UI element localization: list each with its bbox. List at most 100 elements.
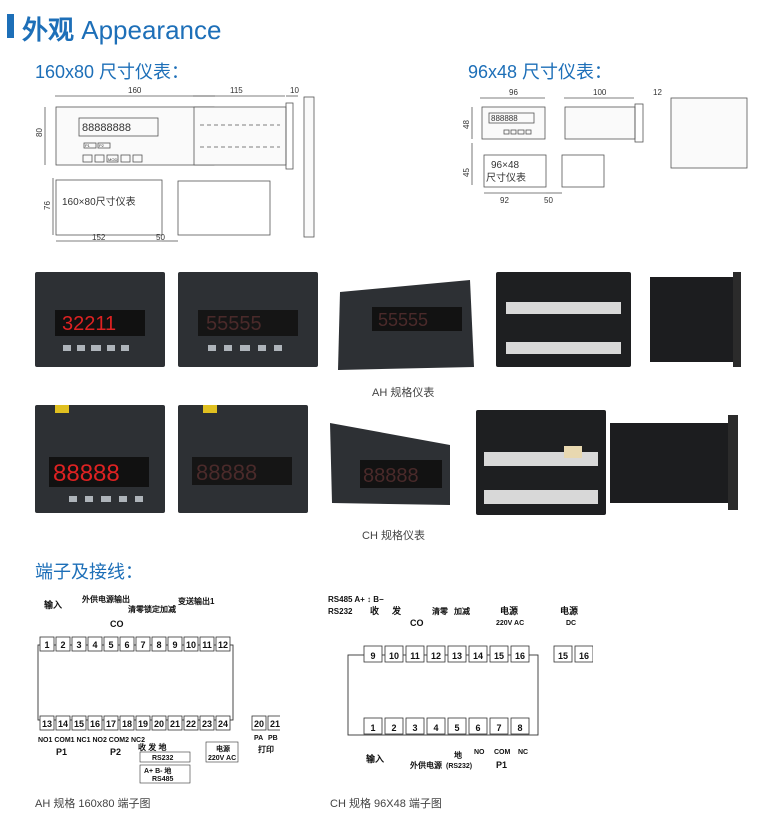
heading-wiring: 端子及接线： [35, 562, 143, 582]
ah-top-terminal-label: 7 [140, 640, 145, 650]
ah-bot-terminal-label: 16 [90, 719, 100, 729]
ah-power: 电源 [216, 744, 230, 753]
page-title: 外观 Appearance [22, 10, 221, 47]
ah-rs485: RS485 [152, 776, 174, 783]
ah-ab-gnd: A+ B- 地 [144, 766, 171, 775]
ah-top-terminal-10 [183, 636, 199, 652]
ah-print-terminal-label: 21 [270, 719, 280, 729]
ah-top-terminal-label: 12 [218, 640, 228, 650]
caption-ah-wiring: AH 规格 160x80 端子图 [35, 798, 151, 810]
ah-top-terminal-label: 8 [156, 640, 161, 650]
title-accent-bar [7, 14, 14, 38]
ch-dc-terminal-16 [574, 645, 593, 663]
photo-ch-front-2: 88888 [178, 405, 308, 513]
caption-ch: CH 规格仪表 [362, 530, 425, 542]
ah-top-terminal-3 [71, 636, 87, 652]
ch-no: NO [474, 749, 485, 756]
dim-160-depth: 115 [230, 86, 243, 95]
ah-bot-terminal-21 [167, 715, 183, 731]
dim-160-cut-h: 76 [43, 201, 52, 210]
ch-power-dc-v: DC [566, 620, 576, 627]
ch-top-terminal-label: 12 [431, 651, 441, 661]
wiring-diagram-ch: RS485 A+ ↕ B− RS232 收 发 CO 清零 加减 电源 220V… [328, 595, 593, 770]
ah-print-pa: PA [254, 735, 263, 742]
dim-160-gap: 10 [290, 86, 299, 95]
ah-bot-terminal-label: 22 [186, 719, 196, 729]
ch-dc-terminal-label: 15 [558, 651, 568, 661]
ch-top-terminal-10 [384, 645, 404, 663]
ch-bot-terminal-label: 7 [496, 723, 501, 733]
caption-ch-wiring: CH 规格 96X48 端子图 [330, 798, 442, 810]
ah-label-clear: 清零 [128, 604, 145, 614]
cutout-label-96-l1: 96×48 [491, 160, 520, 171]
ch-top-terminal-13 [447, 645, 467, 663]
ah-top-terminal-5 [103, 636, 119, 652]
ch-dc-terminal-15 [553, 645, 573, 663]
ch-top-terminal-15 [489, 645, 509, 663]
ch-bot-terminal-label: 6 [475, 723, 480, 733]
dim-96-spacing: 50 [544, 196, 553, 205]
ah-top-terminal-7 [135, 636, 151, 652]
ch-rs232: RS232 [328, 607, 353, 616]
ah-bot-terminal-23 [199, 715, 215, 731]
ah-bot-terminal-22 [183, 715, 199, 731]
ch-bot-terminal-label: 4 [433, 723, 438, 733]
heading-96x48: 96x48 尺寸仪表： [468, 62, 613, 82]
cutout-label-160: 160×80尺寸仪表 [62, 195, 136, 208]
ah-bot-terminal-15 [71, 715, 87, 731]
photo-ah-angled: 55555 [330, 272, 480, 375]
ch-top-terminal-label: 10 [389, 651, 399, 661]
dim-96-gap: 12 [653, 88, 662, 97]
ch-power-dc: 电源 [560, 605, 578, 616]
photo-ch-front-1: 88888 [35, 405, 165, 513]
ch-bot-terminal-label: 2 [391, 723, 396, 733]
dim-96-width: 96 [509, 88, 518, 97]
ah-bot-terminal-label: 24 [218, 719, 228, 729]
ch-co: CO [410, 618, 424, 628]
ch-tx: 发 [391, 605, 402, 616]
ah-top-terminal-label: 6 [124, 640, 129, 650]
ah-label-co: CO [110, 619, 124, 629]
front-led-160: 88888888 [82, 122, 131, 134]
ch-bot-terminal-5 [447, 717, 467, 735]
ah-top-terminal-8 [151, 636, 167, 652]
ah-bot-terminal-label: 23 [202, 719, 212, 729]
photo-ah-side [645, 272, 745, 367]
photo-ah-front-1: 32211 [35, 272, 165, 367]
dim-drawing-160x80: 160 115 10 80 88888888 P1 P2 MOD 76 160×… [35, 86, 315, 242]
dim-96-height: 48 [462, 120, 471, 129]
ch-power-ac: 电源 [500, 605, 518, 616]
heading-160x80: 160x80 尺寸仪表： [35, 62, 190, 82]
ch-input: 输入 [366, 753, 384, 764]
ch-bot-terminal-6 [468, 717, 488, 735]
ch-com: COM [494, 749, 511, 756]
ah-print-terminal-label: 20 [254, 719, 264, 729]
ch-rs485: RS485 A+ ↕ B− [328, 595, 384, 604]
ah-top-terminal-1 [39, 636, 55, 652]
ch-top-terminal-12 [426, 645, 446, 663]
dim-96-cut-w: 92 [500, 196, 509, 205]
ah-top-terminal-label: 5 [108, 640, 113, 650]
ch-bot-terminal-8 [510, 717, 530, 735]
ch-ext-power: 外供电源 [410, 760, 442, 770]
ah-top-terminal-6 [119, 636, 135, 652]
ah-label-lock: 锁定 [144, 604, 160, 614]
front-mod-160: MOD [108, 157, 117, 162]
ah-label-ext-power: 外供电源输出 [82, 594, 130, 604]
ah-bot-terminal-label: 13 [42, 719, 52, 729]
ah-bot-terminal-17 [103, 715, 119, 731]
ch-top-terminal-label: 9 [370, 651, 375, 661]
front-p2-160: P2 [99, 143, 105, 148]
dim-160-height: 80 [35, 128, 44, 137]
ch-top-terminal-label: 14 [473, 651, 483, 661]
ch-bot-terminal-label: 5 [454, 723, 459, 733]
dim-96-cut-h: 45 [462, 168, 471, 177]
ah-p2: P2 [110, 747, 121, 757]
ah-bot-terminal-label: 21 [170, 719, 180, 729]
photo-ch-rear [476, 410, 606, 515]
ah-print: 打印 [258, 744, 274, 754]
dim-160-spacing: 50 [156, 233, 165, 242]
